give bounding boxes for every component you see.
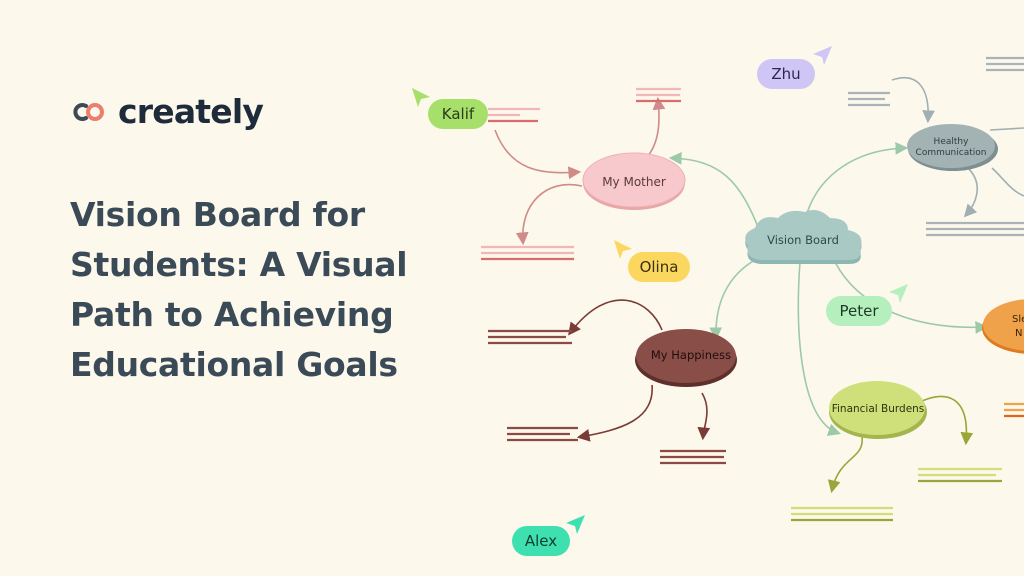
node-my-mother[interactable]: My Mother bbox=[582, 152, 686, 210]
collaborator-alex: Alex bbox=[512, 515, 585, 556]
collaborator-zhu: Zhu bbox=[757, 46, 832, 89]
collaborator-name: Olina bbox=[640, 258, 679, 276]
node-label: My Mother bbox=[602, 175, 666, 189]
brand-name: creately bbox=[118, 92, 264, 131]
collaborator-name: Peter bbox=[839, 302, 879, 320]
node-label: Vision Board bbox=[767, 233, 839, 247]
title-line: Students: A Visual bbox=[70, 245, 408, 284]
collaborator-peter: Peter bbox=[826, 284, 908, 326]
collaborator-name: Kalif bbox=[442, 105, 475, 123]
collaborator-olina: Olina bbox=[614, 240, 690, 282]
node-label: Sle bbox=[1012, 314, 1024, 325]
collaborator-name: Zhu bbox=[771, 65, 800, 83]
node-label: Healthy bbox=[934, 137, 970, 147]
collaborator-kalif: Kalif bbox=[412, 88, 488, 129]
placeholder-text-lines bbox=[481, 56, 1024, 522]
node-my-happiness[interactable]: My Happiness bbox=[635, 329, 737, 387]
connectors bbox=[494, 76, 1024, 494]
node-label: Financial Burdens bbox=[832, 403, 925, 415]
node-sleep[interactable]: Sle N bbox=[982, 299, 1024, 354]
node-label: N bbox=[1015, 328, 1022, 339]
node-label: Communication bbox=[916, 148, 987, 158]
node-financial-burdens[interactable]: Financial Burdens bbox=[829, 381, 927, 439]
title-line: Vision Board for bbox=[70, 195, 365, 234]
title-line: Educational Goals bbox=[70, 345, 398, 384]
node-label: My Happiness bbox=[651, 348, 731, 362]
page-title: Vision Board for Students: A Visual Path… bbox=[70, 190, 450, 390]
title-line: Path to Achieving bbox=[70, 295, 394, 334]
brand-logo: creately bbox=[70, 92, 264, 131]
collaborator-name: Alex bbox=[525, 532, 557, 550]
node-healthy-communication[interactable]: Healthy Communication bbox=[907, 124, 998, 171]
creately-logo-icon bbox=[73, 103, 104, 121]
node-vision-board[interactable]: Vision Board bbox=[745, 210, 862, 264]
